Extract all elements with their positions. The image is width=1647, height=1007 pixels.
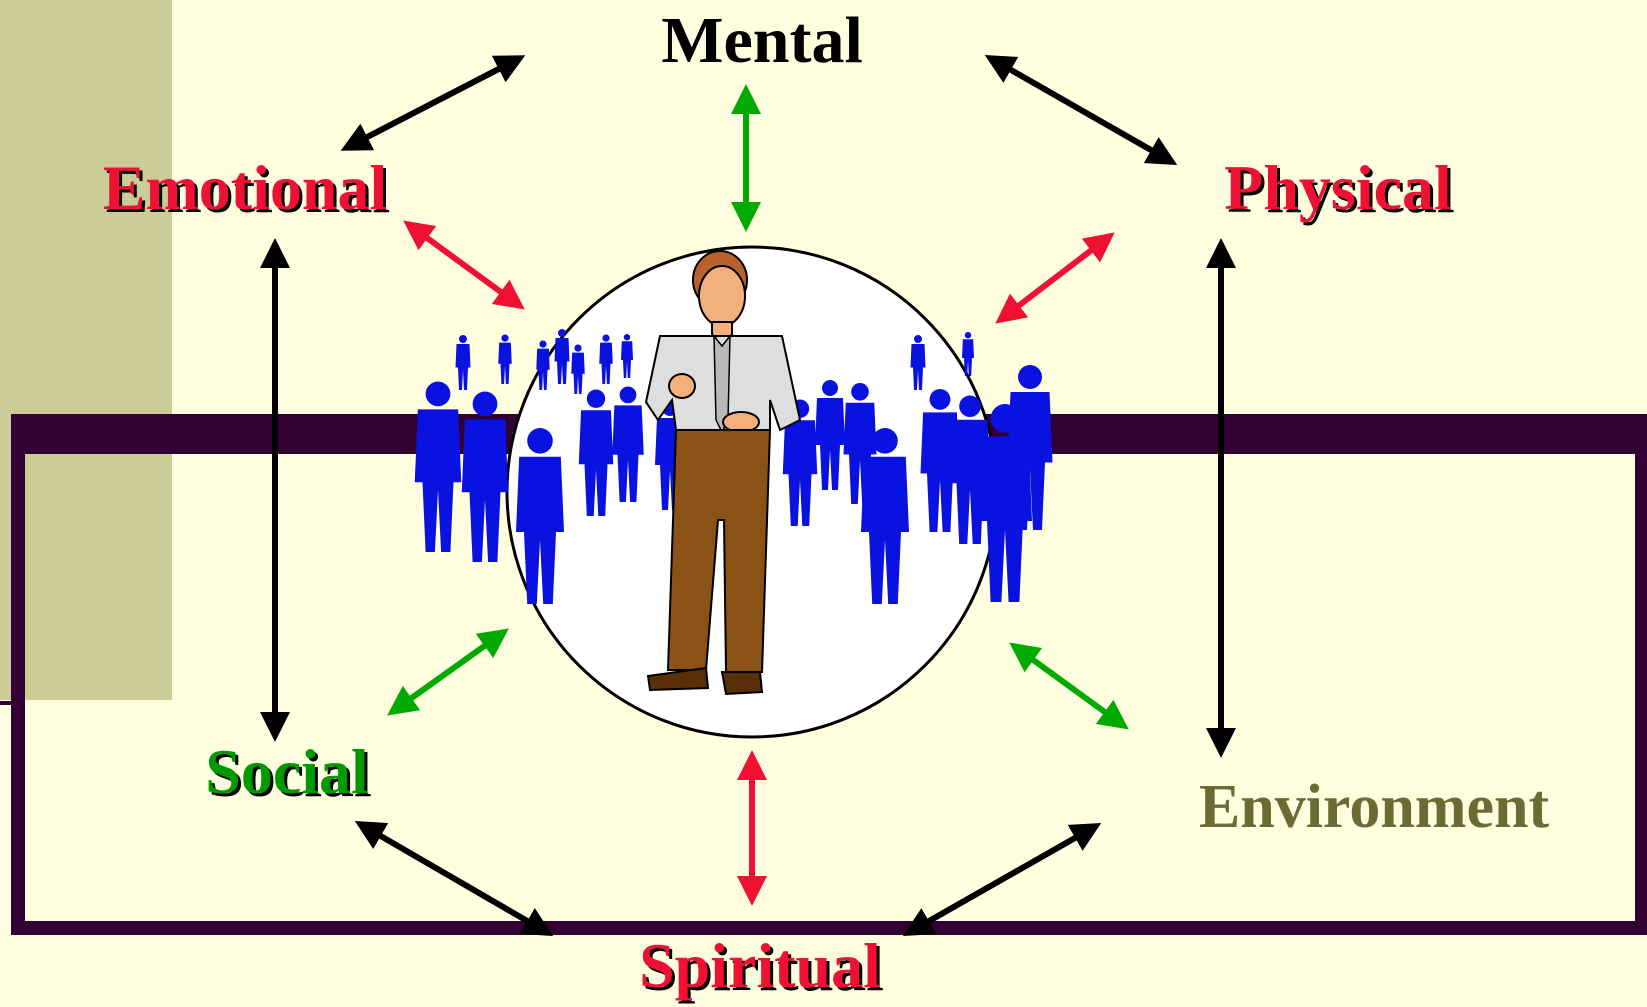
arrow-mental-emotional xyxy=(340,55,526,151)
arrow-center-environment xyxy=(1009,642,1129,730)
label-emotional: Emotional xyxy=(103,152,387,223)
center-illustration xyxy=(414,245,1053,739)
arrow-center-social xyxy=(387,628,509,716)
outer-arrows xyxy=(260,55,1236,937)
arrow-spiritual-environment xyxy=(902,823,1102,936)
label-physical-shadow: Physical xyxy=(1227,155,1455,226)
label-physical: Physical xyxy=(1224,152,1452,223)
label-social: Social xyxy=(205,736,369,807)
inner-arrows xyxy=(387,84,1129,906)
arrow-center-emotional xyxy=(403,220,525,310)
side-panel xyxy=(0,0,172,700)
arrow-social-spiritual xyxy=(354,820,554,937)
label-emotional-shadow: Emotional xyxy=(106,155,390,226)
label-spiritual-shadow: Spiritual xyxy=(642,933,884,1004)
label-environment: Environment xyxy=(1199,773,1550,841)
label-spiritual: Spiritual xyxy=(639,930,881,1001)
label-social-shadow: Social xyxy=(208,739,372,810)
label-mental: Mental xyxy=(661,4,863,77)
arrow-center-physical xyxy=(995,232,1115,324)
man-in-crowd-icon xyxy=(644,250,802,696)
arrow-mental-physical xyxy=(984,55,1178,165)
